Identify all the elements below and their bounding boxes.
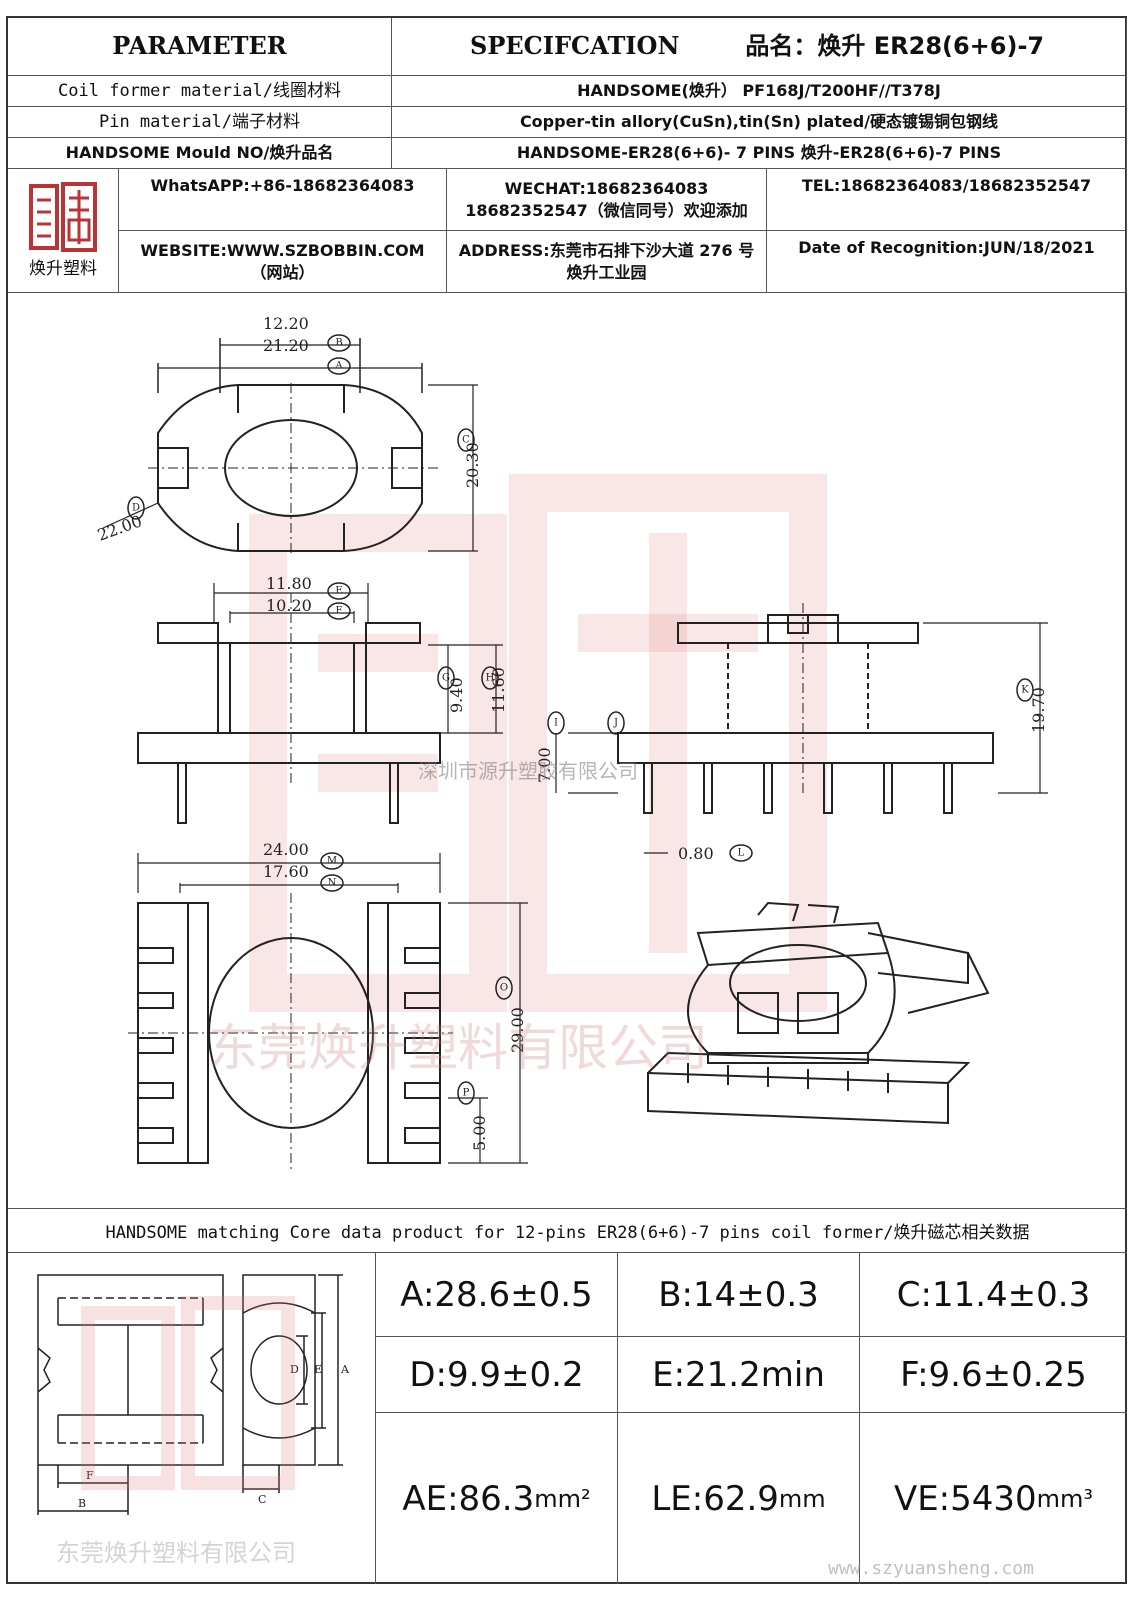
core-value-c: C:11.4±0.3: [860, 1253, 1127, 1337]
dim-p: 5.00: [470, 1115, 489, 1151]
core-value-d: D:9.9±0.2: [376, 1337, 618, 1413]
core-label-c: C: [258, 1493, 266, 1506]
letter-a: A: [334, 361, 343, 372]
dim-f: 10.20: [266, 596, 312, 615]
date-of-recognition: Date of Recognition:JUN/18/2021: [767, 231, 1127, 293]
dim-o: 29.00: [508, 1007, 527, 1053]
dim-k: 19.70: [1029, 687, 1048, 733]
letter-k: K: [1021, 685, 1029, 696]
core-label-e: E: [314, 1363, 322, 1376]
core-value-f: F:9.6±0.25: [860, 1337, 1127, 1413]
letter-c: C: [462, 435, 470, 446]
letter-b: B: [335, 338, 342, 349]
dim-j: 0.80: [678, 844, 714, 863]
specification-title: SPECIFCATION: [470, 31, 680, 61]
dim-d: 22.00: [95, 511, 145, 545]
core-value-ae-text: AE:86.3: [402, 1478, 535, 1519]
letter-i: I: [554, 718, 558, 729]
drawing-lines: A B C D E F G H I J K L M N O P 21.20 12…: [95, 314, 1048, 1173]
core-label-f: F: [86, 1469, 94, 1482]
parameter-header: PARAMETER: [8, 18, 392, 76]
address: ADDRESS:东莞市石排下沙大道 276 号焕升工业园: [447, 231, 767, 293]
wechat: WECHAT:18682364083 18682352547（微信同号）欢迎添加: [447, 169, 767, 231]
core-label-b: B: [78, 1497, 86, 1510]
core-value-b: B:14±0.3: [618, 1253, 860, 1337]
core-value-le-text: LE:62.9: [651, 1478, 779, 1519]
center-watermark: 深圳市源升塑胶有限公司: [418, 759, 638, 783]
logo-caption: 焕升塑料: [29, 259, 97, 280]
dim-e: 11.80: [266, 574, 312, 593]
dim-b: 12.20: [263, 314, 309, 333]
core-value-b-text: B:14±0.3: [658, 1274, 819, 1315]
letter-d: D: [132, 503, 140, 514]
letter-o: O: [500, 983, 508, 994]
dim-c: 20.30: [463, 442, 482, 488]
letter-j: J: [613, 718, 618, 729]
product-name: 品名：焕升 ER28(6+6)-7: [745, 32, 1045, 61]
core-value-e-text: E:21.2min: [652, 1354, 825, 1395]
core-diagram-watermark: 东莞焕升塑料有限公司: [56, 1539, 296, 1567]
dim-i: 7.00: [535, 747, 554, 783]
row-value-pin: Copper-tin allory(CuSn),tin(Sn) plated/硬…: [392, 107, 1127, 138]
core-value-d-text: D:9.9±0.2: [409, 1354, 584, 1395]
dim-g: 9.40: [447, 677, 466, 713]
spec-sheet: PARAMETER SPECIFCATION 品名：焕升 ER28(6+6)-7…: [6, 16, 1127, 1584]
letter-p: P: [463, 1088, 470, 1099]
core-diagram-svg: A B C D E F: [37, 1274, 350, 1515]
handsome-logo-icon: [29, 182, 97, 253]
dim-n: 17.60: [263, 862, 309, 881]
technical-drawing: A B C D E F G H I J K L M N O P 21.20 12…: [8, 293, 1127, 1209]
row-value-coil: HANDSOME(焕升） PF168J/T200HF//T378J: [392, 76, 1127, 107]
dim-m: 24.00: [263, 840, 309, 859]
core-value-ve-unit: mm³: [1036, 1484, 1094, 1513]
core-value-f-text: F:9.6±0.25: [900, 1354, 1087, 1395]
website: WEBSITE:WWW.SZBOBBIN.COM（网站）: [119, 231, 447, 293]
letter-g: G: [442, 673, 450, 684]
row-value-mould: HANDSOME-ER28(6+6)- 7 PINS 焕升-ER28(6+6)-…: [392, 138, 1127, 169]
core-value-a: A:28.6±0.5: [376, 1253, 618, 1337]
whatsapp: WhatsAPP:+86-18682364083: [119, 169, 447, 231]
core-data-title: HANDSOME matching Core data product for …: [8, 1209, 1127, 1253]
core-value-ae-unit: mm²: [534, 1484, 591, 1513]
tel: TEL:18682364083/18682352547: [767, 169, 1127, 231]
core-value-ve-text: VE:5430: [893, 1478, 1037, 1519]
letter-e: E: [335, 586, 342, 597]
letter-n: N: [328, 878, 337, 889]
core-diagram: A B C D E F 东莞焕升塑料有限公司: [8, 1253, 376, 1584]
row-label-mould: HANDSOME Mould NO/焕升品名: [8, 138, 392, 169]
core-label-d: D: [290, 1363, 299, 1376]
row-label-coil: Coil former material/线圈材料: [8, 76, 392, 107]
dim-a: 21.20: [263, 336, 309, 355]
bottom-watermark: 东莞焕升塑料有限公司: [208, 1019, 708, 1077]
core-value-a-text: A:28.6±0.5: [400, 1274, 593, 1315]
specification-header: SPECIFCATION 品名：焕升 ER28(6+6)-7: [392, 18, 1127, 76]
site-watermark: www.szyuansheng.com: [828, 1558, 1034, 1579]
logo-block: 焕升塑料: [8, 169, 119, 293]
letter-f: F: [336, 606, 343, 617]
letter-m: M: [327, 856, 337, 867]
core-value-le-unit: mm: [778, 1484, 826, 1513]
core-label-a: A: [340, 1363, 350, 1376]
letter-h: H: [486, 673, 495, 684]
letter-l: L: [738, 848, 745, 859]
core-value-e: E:21.2min: [618, 1337, 860, 1413]
row-label-pin: Pin material/端子材料: [8, 107, 392, 138]
dim-h: 11.60: [489, 667, 508, 713]
core-value-c-text: C:11.4±0.3: [896, 1274, 1091, 1315]
